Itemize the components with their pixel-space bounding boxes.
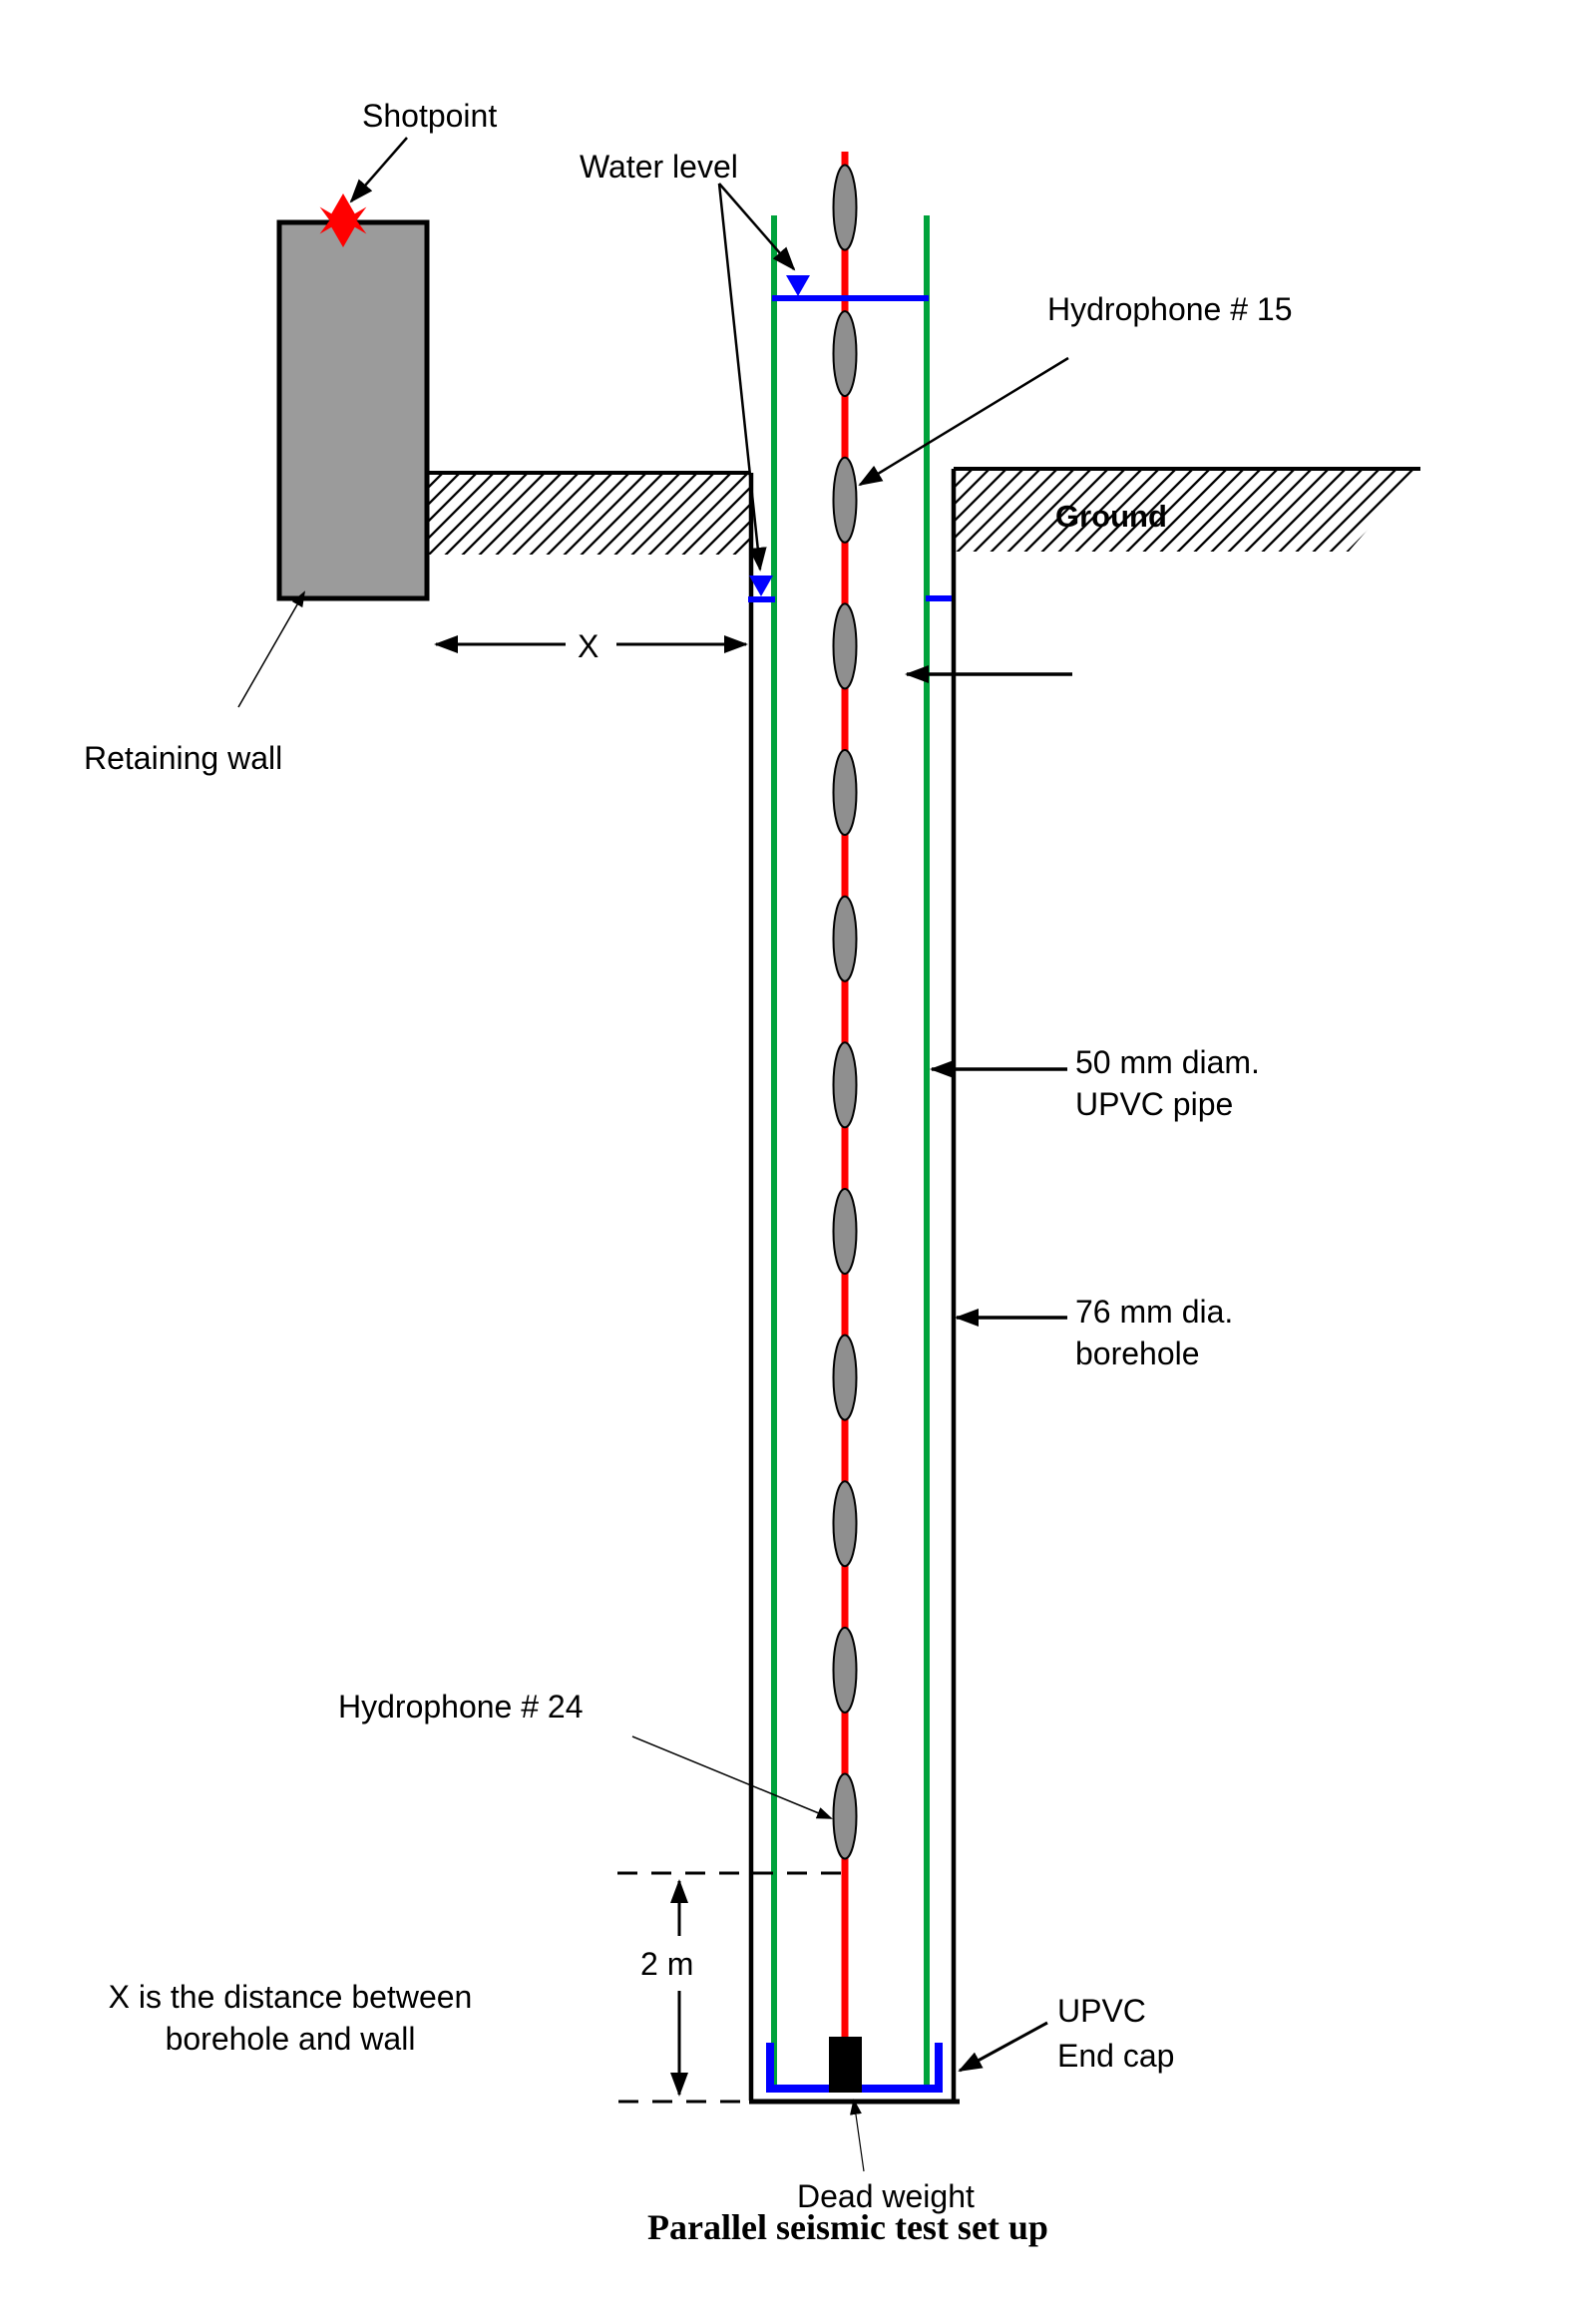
hydrophone-24-label: Hydrophone # 24 [338,1689,584,1725]
hydrophone-string [832,164,858,1860]
ground-left-hatch [428,473,750,555]
ground-right: Ground [954,467,1420,552]
hydrophone-17 [832,749,858,836]
pipe-label-line1: 50 mm diam. [1075,1044,1260,1080]
water-level-in-pipe [772,275,929,301]
figure-caption: Parallel seismic test set up [647,2207,1048,2247]
end-cap-arrow [958,2021,1048,2073]
shotpoint-star [319,193,367,247]
shotpoint-arrow [349,137,408,203]
x-dimension: X [434,628,748,664]
hydrophone-20 [832,1188,858,1275]
ground-right-hatch [954,469,1420,552]
water-triangle-borehole [749,575,773,596]
hydrophone-14 [832,310,858,398]
depth-label: 2 m [640,1946,693,1982]
retaining-wall-arrow [237,590,305,708]
x-label: X [578,628,598,664]
note-line1: X is the distance between [109,1979,473,2015]
hydrophone-18 [832,895,858,982]
borehole-label-line1: 76 mm dia. [1075,1294,1233,1330]
shotpoint-label: Shotpoint [362,98,497,134]
water-level-in-borehole [748,575,952,602]
hydrophone-15 [832,456,858,544]
hydrophone-15-label: Hydrophone # 15 [1047,291,1293,327]
water-level-arrow-upper [718,183,796,271]
water-level-arrow-lower [717,183,767,572]
ground-label: Ground [1055,499,1167,534]
hydrophone-15-arrow [858,356,1069,487]
water-level-label: Water level [580,149,738,185]
hydrophone-23 [832,1626,858,1714]
retaining-wall-label: Retaining wall [84,740,282,776]
dead-weight-arrow [850,2099,865,2172]
ground-left [428,471,750,555]
dead-weight-label: Dead weight [797,2178,975,2214]
end-cap-label-line1: UPVC [1057,1993,1146,2029]
hydrophone-22 [832,1480,858,1568]
hydrophone-13 [832,164,858,251]
hydrophone-19 [832,1041,858,1129]
borehole-label-line2: borehole [1075,1336,1200,1371]
note-line2: borehole and wall [166,2021,416,2057]
dead-weight [829,2037,862,2093]
hydrophone-24 [832,1772,858,1860]
pipe-label-line2: UPVC pipe [1075,1086,1233,1122]
hydrophone-21 [832,1334,858,1421]
retaining-wall [276,219,430,601]
water-triangle-pipe [786,275,810,296]
depth-dimension: 2 m [617,1871,849,2104]
hydrophone-16 [832,602,858,690]
hydrophone-24-arrow [631,1735,833,1819]
end-cap-label-line2: End cap [1057,2038,1174,2074]
